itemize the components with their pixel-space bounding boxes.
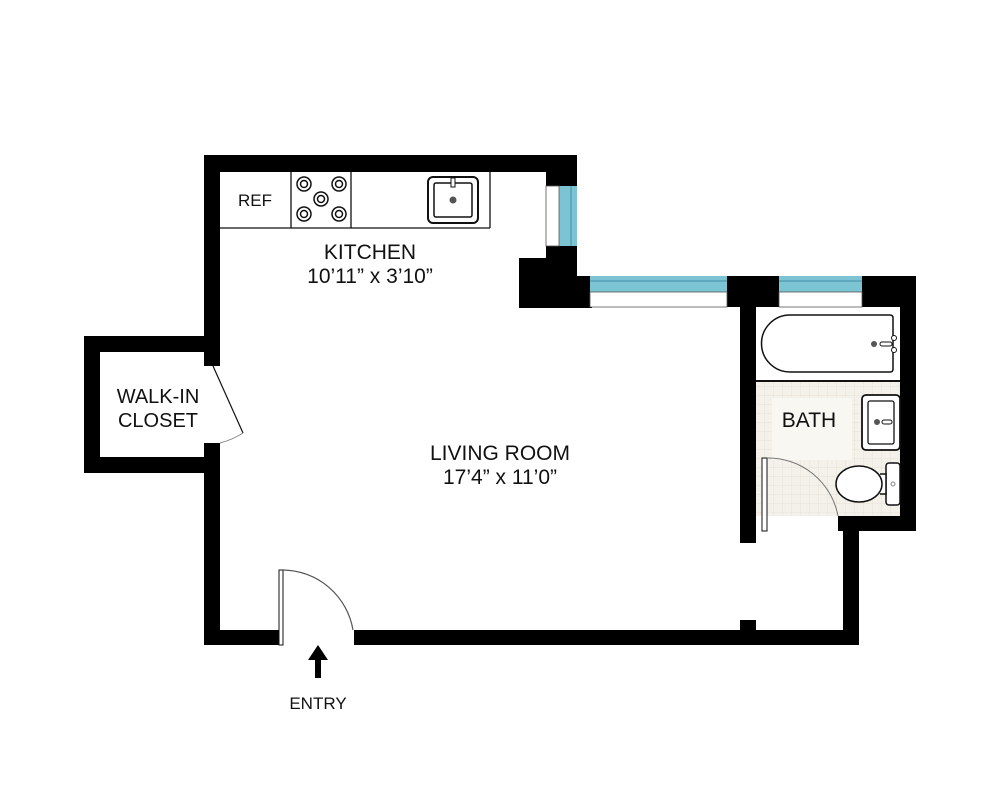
kitchen-name: KITCHEN <box>323 241 417 264</box>
kitchen-counter <box>220 172 491 229</box>
kitchen-sink-icon <box>427 176 479 224</box>
kitchen-label: KITCHEN 10’11” x 3’10” <box>270 241 470 289</box>
living-room-label: LIVING ROOM 17’4” x 11’0” <box>380 442 620 490</box>
entry-label: ENTRY <box>289 694 347 713</box>
walls <box>84 155 916 645</box>
kitchen-dimensions: 10’11” x 3’10” <box>307 265 433 288</box>
entry-door <box>278 569 354 646</box>
window-kitchen <box>545 185 577 247</box>
window-bath <box>778 276 863 308</box>
stove-icon <box>296 176 347 222</box>
walk-in-closet-label: WALK-IN CLOSET <box>100 385 216 433</box>
bathtub-icon <box>760 314 897 373</box>
bath-label: BATH <box>781 409 837 432</box>
bath-door <box>761 457 839 532</box>
closet-name-line1: WALK-IN <box>116 386 200 408</box>
arrow-up-icon <box>308 645 328 678</box>
closet-door <box>212 365 244 444</box>
closet-name-line2: CLOSET <box>117 410 199 432</box>
living-room-dimensions: 17’4” x 11’0” <box>442 466 557 489</box>
window-living <box>589 276 728 308</box>
toilet-icon <box>835 462 901 506</box>
bath-sink-icon <box>861 394 901 451</box>
ref-label: REF <box>238 191 272 210</box>
living-room-name: LIVING ROOM <box>429 442 571 465</box>
